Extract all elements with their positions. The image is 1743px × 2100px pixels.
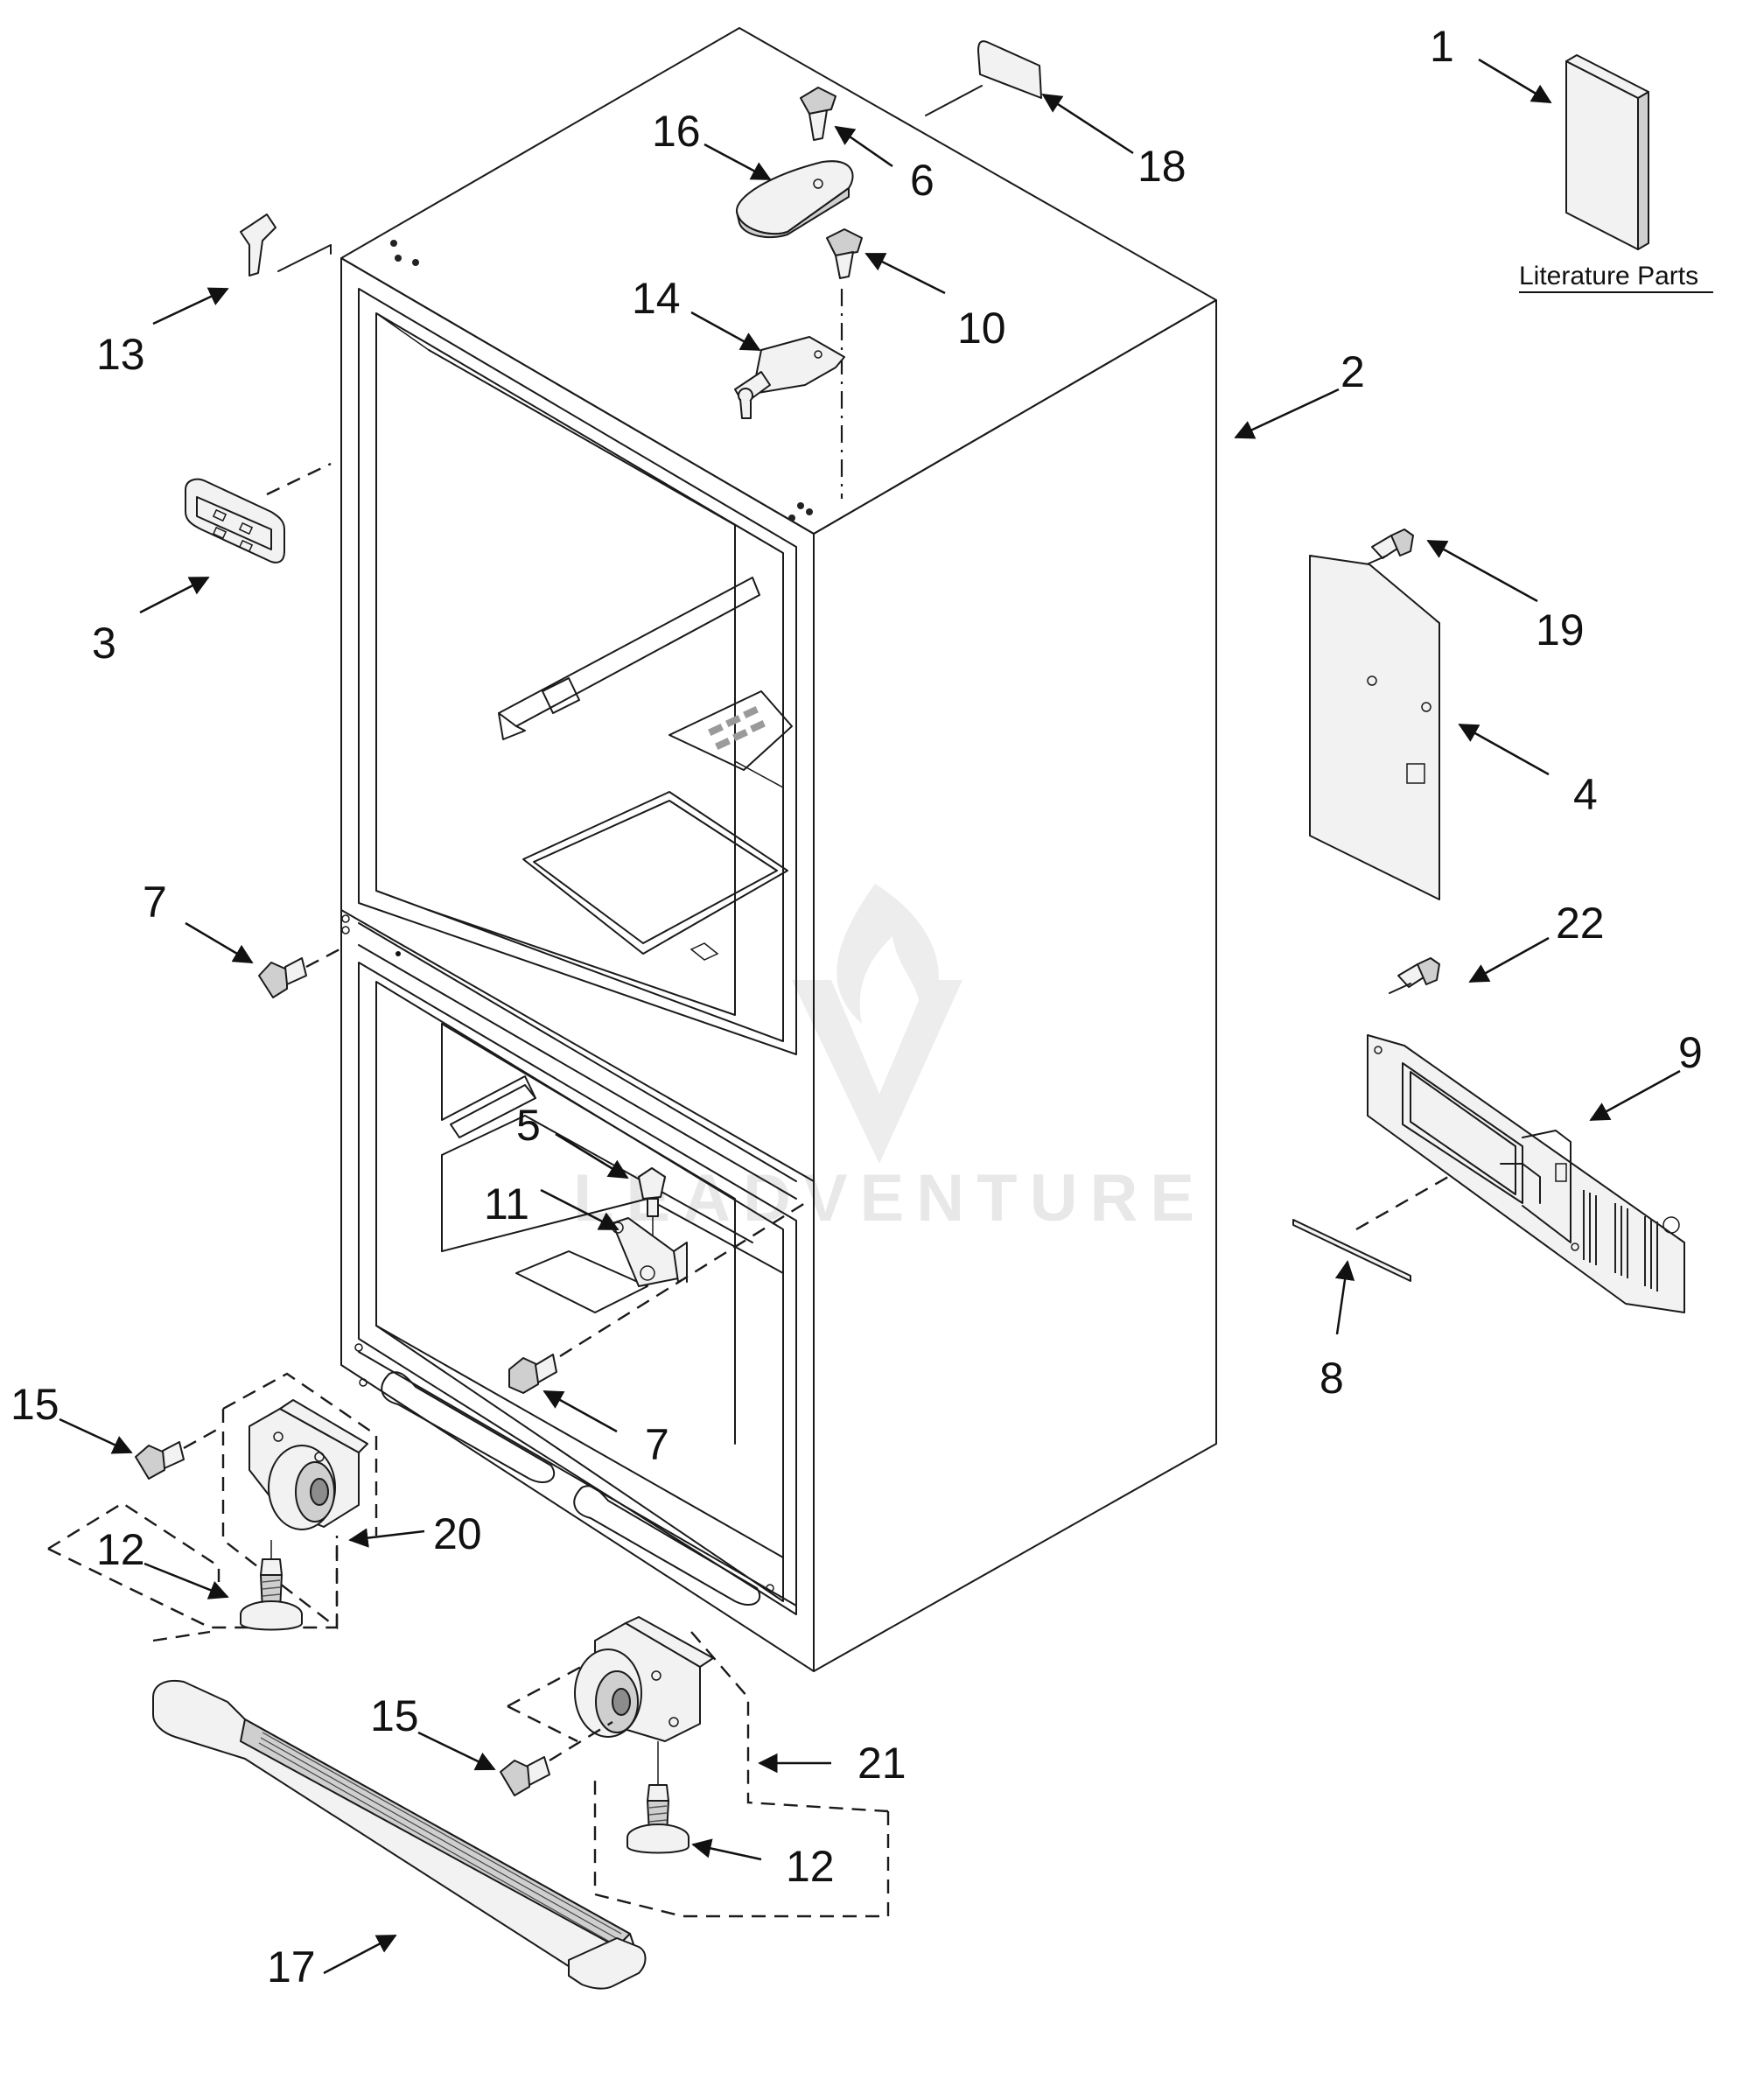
screw-15-left xyxy=(135,1424,224,1480)
screw-6 xyxy=(800,87,836,141)
callout-4: 4 xyxy=(1573,770,1598,819)
callout-18: 18 xyxy=(1138,142,1186,191)
callout-13: 13 xyxy=(96,330,145,379)
callout-22: 22 xyxy=(1556,899,1605,948)
pin-5 xyxy=(638,1167,666,1260)
cabinet xyxy=(340,27,1217,1672)
screw-7-center xyxy=(508,1201,806,1394)
screw-22 xyxy=(1389,957,1440,994)
gasket-strip xyxy=(1292,1175,1449,1282)
literature-booklet: Literature Parts xyxy=(1519,54,1713,293)
label-part xyxy=(925,40,1042,116)
screw-15-right xyxy=(500,1720,613,1796)
callout-5: 5 xyxy=(516,1101,541,1150)
toe-grille xyxy=(152,1680,647,1990)
callout-7-left: 7 xyxy=(143,878,167,927)
machine-cover xyxy=(1367,1034,1685,1313)
cover-3 xyxy=(185,462,332,564)
callout-15-left: 15 xyxy=(10,1380,60,1429)
callout-9: 9 xyxy=(1678,1028,1703,1077)
back-panel xyxy=(1309,555,1440,900)
callout-21: 21 xyxy=(858,1739,906,1788)
callout-20: 20 xyxy=(433,1509,482,1558)
hinge-cover xyxy=(735,160,854,239)
callout-12-left: 12 xyxy=(96,1525,145,1574)
watermark-text: LEADVENTURE xyxy=(573,1161,1207,1236)
clip xyxy=(240,214,332,276)
leveler-right xyxy=(626,1784,690,1854)
top-hinge xyxy=(734,336,845,419)
callout-17: 17 xyxy=(267,1942,316,1992)
screw-7-left xyxy=(258,948,340,998)
callout-6: 6 xyxy=(910,156,934,205)
callout-2: 2 xyxy=(1340,347,1365,396)
screw-19 xyxy=(1366,528,1414,565)
watermark: LEADVENTURE xyxy=(573,884,1207,1236)
callout-10: 10 xyxy=(957,304,1006,353)
callouts: 1 2 3 4 5 6 7 7 8 9 10 11 12 12 13 14 15… xyxy=(10,22,1703,1992)
callout-12-right: 12 xyxy=(786,1842,835,1891)
roller-assembly-left-outline xyxy=(47,1372,378,1642)
literature-parts-label: Literature Parts xyxy=(1519,262,1698,290)
callout-19: 19 xyxy=(1536,606,1585,654)
callout-1: 1 xyxy=(1430,22,1454,71)
callout-15-right: 15 xyxy=(370,1691,419,1740)
screw-10 xyxy=(826,228,863,279)
callout-7-center: 7 xyxy=(645,1420,669,1469)
callout-11: 11 xyxy=(484,1180,529,1228)
callout-3: 3 xyxy=(92,619,116,668)
callout-16: 16 xyxy=(652,107,701,156)
leader-arrows xyxy=(59,58,1681,1975)
roller-assembly-right xyxy=(574,1616,714,1785)
roller-assembly-left xyxy=(248,1399,368,1566)
callout-8: 8 xyxy=(1320,1354,1344,1403)
leveler-left xyxy=(240,1558,303,1631)
callout-14: 14 xyxy=(632,274,681,323)
